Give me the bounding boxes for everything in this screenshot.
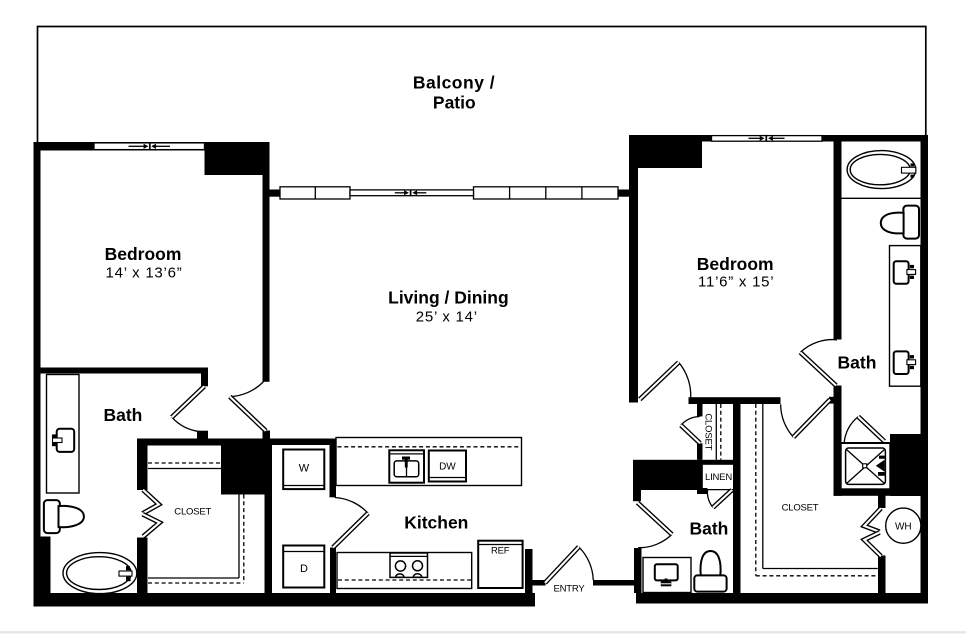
svg-text:Patio: Patio [433, 92, 476, 112]
svg-text:LINEN: LINEN [705, 472, 732, 483]
svg-text:Bath: Bath [103, 405, 142, 425]
svg-text:Bedroom: Bedroom [105, 244, 182, 264]
svg-text:ENTRY: ENTRY [553, 584, 585, 595]
svg-text:Bath: Bath [689, 519, 728, 539]
svg-text:Kitchen: Kitchen [404, 513, 468, 533]
svg-text:Bedroom: Bedroom [697, 254, 774, 274]
svg-text:Bath: Bath [838, 353, 877, 373]
svg-text:14’ x 13’6”: 14’ x 13’6” [106, 265, 183, 282]
svg-text:CLOSET: CLOSET [703, 413, 714, 450]
svg-text:WH: WH [895, 521, 912, 532]
svg-text:Balcony /: Balcony / [413, 73, 495, 93]
svg-text:11’6” x 15’: 11’6” x 15’ [698, 273, 774, 290]
svg-text:Living / Dining: Living / Dining [388, 287, 509, 307]
svg-text:CLOSET: CLOSET [782, 503, 819, 514]
svg-text:REF: REF [491, 545, 510, 556]
svg-text:25’ x 14’: 25’ x 14’ [416, 309, 478, 326]
svg-text:DW: DW [439, 462, 456, 473]
svg-text:W: W [299, 462, 310, 474]
svg-text:CLOSET: CLOSET [174, 507, 211, 518]
svg-text:D: D [300, 563, 308, 575]
